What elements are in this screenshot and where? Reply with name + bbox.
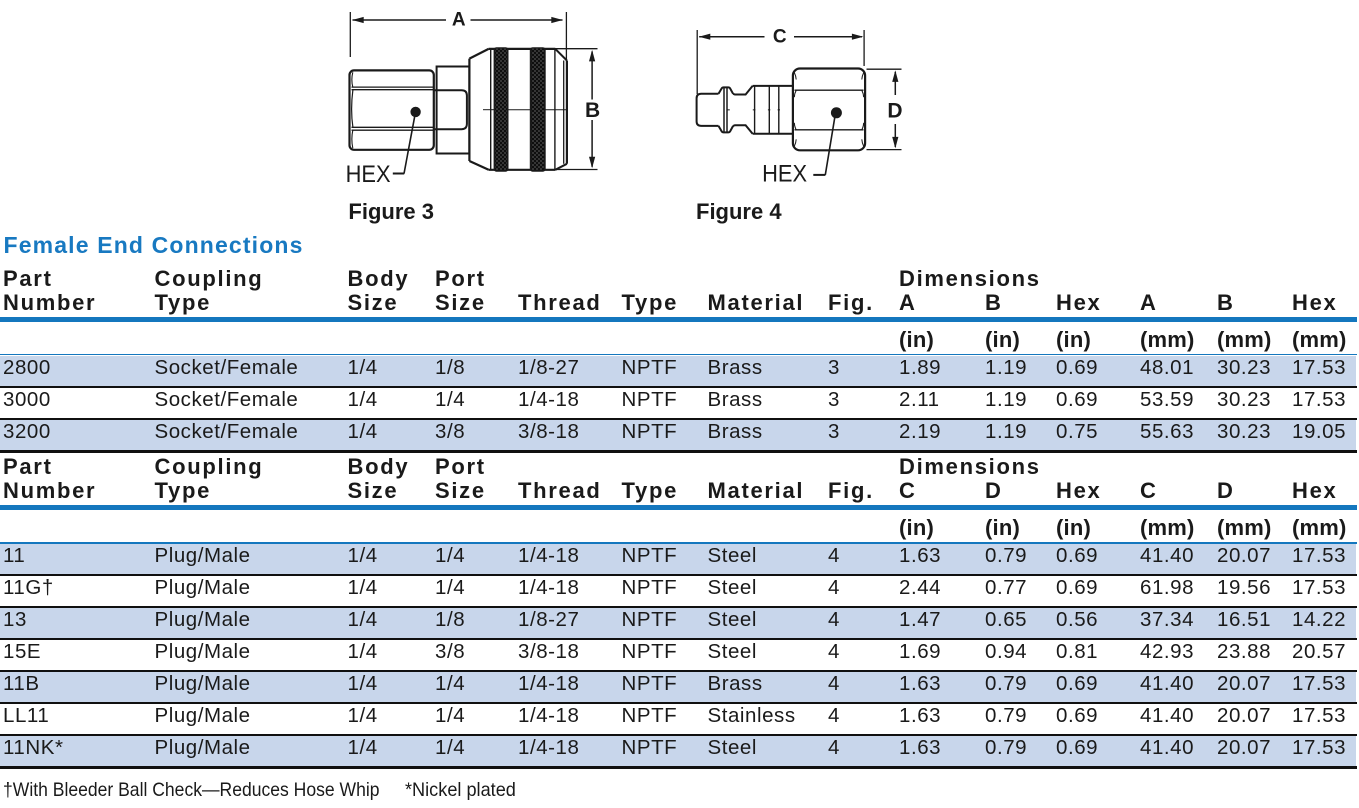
svg-text:Figure 4: Figure 4 [696, 199, 782, 224]
svg-text:D: D [887, 100, 902, 123]
svg-text:A: A [452, 9, 466, 30]
svg-text:Figure 3: Figure 3 [348, 199, 434, 224]
svg-text:HEX: HEX [762, 160, 807, 187]
svg-text:HEX: HEX [346, 160, 391, 187]
svg-text:C: C [773, 26, 787, 47]
svg-text:B: B [585, 99, 600, 122]
